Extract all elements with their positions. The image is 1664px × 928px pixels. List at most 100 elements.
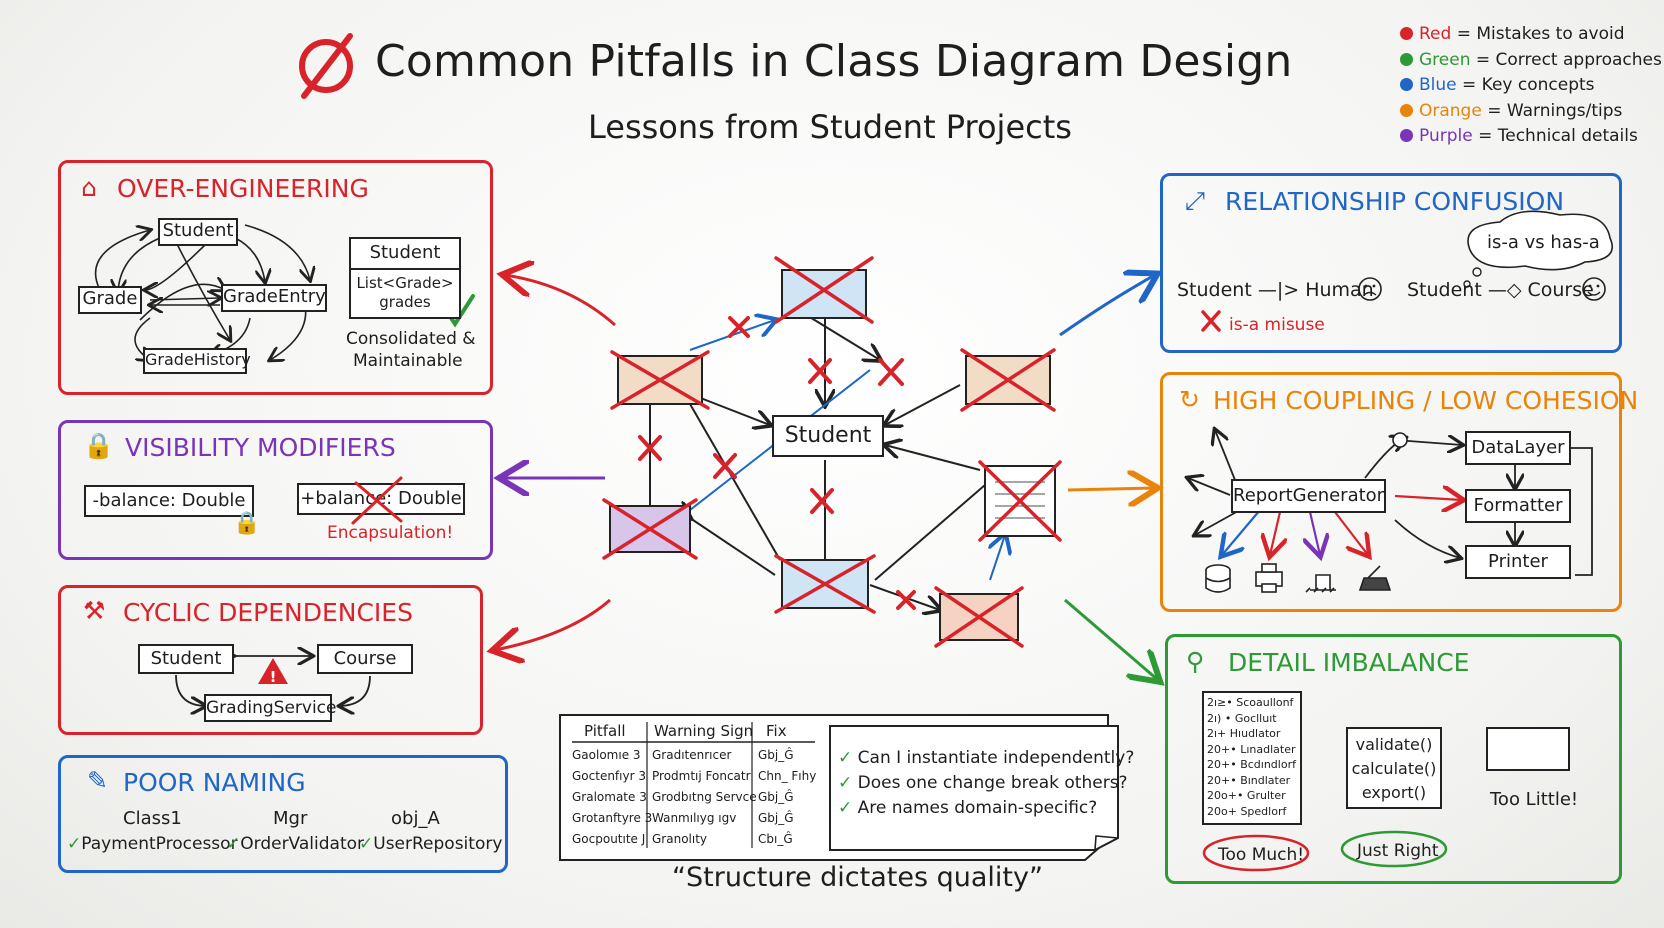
panel-relationship: ⤢ RELATIONSHIP CONFUSION is-a vs has-a S… [1160, 173, 1622, 353]
too-much-line: 20+• Bcdındlorf [1207, 758, 1296, 771]
bad-name-1: Class1 [123, 808, 182, 829]
x-mark-icon [1201, 310, 1221, 332]
too-much-line: 20o+ Spedlorf [1207, 804, 1287, 818]
table-cell: Chn_ Fıhy [758, 769, 817, 783]
page-title: Common Pitfalls in Class Diagram Design [375, 36, 1293, 87]
legend-dot [1400, 52, 1413, 66]
class-course-cyclic: Course [317, 644, 413, 674]
encapsulation-note: Encapsulation! [327, 523, 454, 543]
too-much-line: 20o+• Grulter [1207, 789, 1286, 802]
panel-title-visibility: VISIBILITY MODIFIERS [125, 433, 396, 462]
correct-association: Student —◇ Course [1407, 279, 1594, 301]
class-printer: Printer [1465, 545, 1571, 579]
panel-visibility: 🔒 VISIBILITY MODIFIERS -balance: Double … [58, 420, 493, 560]
just-right-method: calculate() [1351, 759, 1437, 778]
table-cell: Gaolomıe 3 [572, 748, 641, 762]
thought-bubble [1463, 210, 1613, 288]
table-header-pitfall: Pitfall [584, 722, 626, 740]
table-cell: Gbj_Ĝ [758, 811, 794, 825]
just-right-method: validate() [1355, 735, 1433, 754]
bad-name-3: obj_A [391, 808, 440, 829]
too-much-line: 20+• Bındlater [1207, 773, 1291, 787]
legend-color-name: Blue [1419, 75, 1457, 95]
legend-item: Green = Correct approaches [1400, 48, 1662, 74]
printer-icon [1255, 563, 1283, 593]
table-cell: Cbı_Ĝ [758, 832, 793, 846]
panel-coupling: ↻ HIGH COUPLING / LOW COHESION ReportGen… [1160, 372, 1638, 612]
just-right-method: export() [1361, 783, 1427, 802]
class-report-generator: ReportGenerator [1231, 479, 1386, 513]
is-a-misuse-note: is-a misuse [1229, 315, 1325, 335]
legend-dot [1400, 103, 1413, 117]
class-student: Student [158, 218, 238, 246]
gear-connector-icon [1392, 432, 1408, 448]
legend-meaning: = Correct approaches [1470, 49, 1662, 70]
too-much-line: 2ı+ Hıudlator [1207, 727, 1281, 740]
legend-dot [1400, 27, 1413, 40]
prohibited-icon [299, 33, 353, 99]
check-icon: ✓ [359, 834, 374, 854]
consolidated-class-box: Student List<Grade> grades [349, 237, 461, 319]
too-little-class [1486, 727, 1570, 771]
consolidated-class-attr-name: grades [379, 293, 431, 311]
table-header-warning: Warning Sign [654, 722, 754, 740]
panel-title-coupling: HIGH COUPLING / LOW COHESION [1213, 386, 1639, 415]
too-much-line: 2ı) • Goclluıt [1207, 711, 1277, 725]
check-icon: ✓ [67, 834, 82, 854]
legend-color-name: Red [1419, 24, 1452, 44]
table-cell: Granolıty [652, 832, 708, 846]
panel-poor-naming: ✎ POOR NAMING Class1 Mgr obj_A ✓PaymentP… [58, 755, 508, 873]
checklist-item: Can I instantiate independently? [857, 748, 1135, 768]
table-cell: Grotanftyre 3 [572, 811, 653, 825]
central-student-class: Student [772, 415, 884, 457]
consolidated-class-attr: List<Grade> [356, 274, 454, 292]
panel-title-over-engineering: OVER-ENGINEERING [117, 174, 369, 203]
diagonal-arrow-icon: ⤢ [1185, 186, 1206, 215]
class-grade-entry: GradeEntry [221, 284, 327, 312]
just-right-label: Just Right [1357, 841, 1439, 861]
consolidated-caption: Consolidated & [346, 329, 476, 349]
legend-meaning: = Mistakes to avoid [1451, 24, 1625, 44]
checklist: ✓ Can I instantiate independently? ✓ Doe… [838, 746, 1134, 821]
svg-text:!: ! [270, 668, 277, 686]
warning-icon: ! [258, 658, 288, 686]
wrong-inheritance: Student —|> Human [1177, 279, 1374, 301]
good-name-1: PaymentProcessor [81, 834, 238, 854]
table-cell: Gbj_Ĝ [758, 790, 794, 804]
padlock-icon: 🔒 [233, 511, 261, 536]
smile-face-icon [1582, 277, 1606, 301]
too-little-label: Too Little! [1490, 789, 1579, 810]
class-student-cyclic: Student [138, 644, 234, 674]
legend-item: Purple = Technical details [1400, 124, 1662, 150]
good-name-3: UserRepository [373, 834, 503, 854]
class-grading-service: GradingService [204, 694, 337, 722]
table-cell: Wanmılıyg ıgv [652, 811, 737, 825]
bad-name-2: Mgr [273, 808, 308, 829]
check-icon: ✓ [838, 748, 853, 768]
class-grade-history: GradeHistory [143, 348, 251, 374]
table-cell: Gbj_Ĝ [758, 748, 794, 762]
table-cell: Gralomate 3 [572, 790, 647, 804]
sad-face-icon [1358, 277, 1382, 301]
legend-dot [1400, 78, 1413, 91]
page-subtitle: Lessons from Student Projects [588, 108, 1072, 146]
panel-title-cyclic: CYCLIC DEPENDENCIES [123, 598, 413, 627]
legend-item: Blue = Key concepts [1400, 73, 1662, 99]
legend-meaning: = Warnings/tips [1481, 100, 1623, 121]
public-attr-strike [351, 476, 403, 525]
class-formatter: Formatter [1465, 489, 1571, 523]
pencil-icon: ✎ [87, 766, 108, 795]
panel-title-detail: DETAIL IMBALANCE [1228, 648, 1470, 677]
checklist-item: Are names domain-specific? [857, 798, 1098, 818]
lock-icon: 🔒 [83, 431, 115, 460]
server-icon [1305, 574, 1336, 593]
checklist-item: Does one change break others? [857, 773, 1128, 793]
table-cell: Goctenfıyr 3 [572, 769, 646, 783]
scanner-icon [1358, 565, 1392, 591]
table-cell: Gocpoutıte J [572, 832, 646, 846]
legend-color-name: Green [1419, 49, 1471, 70]
